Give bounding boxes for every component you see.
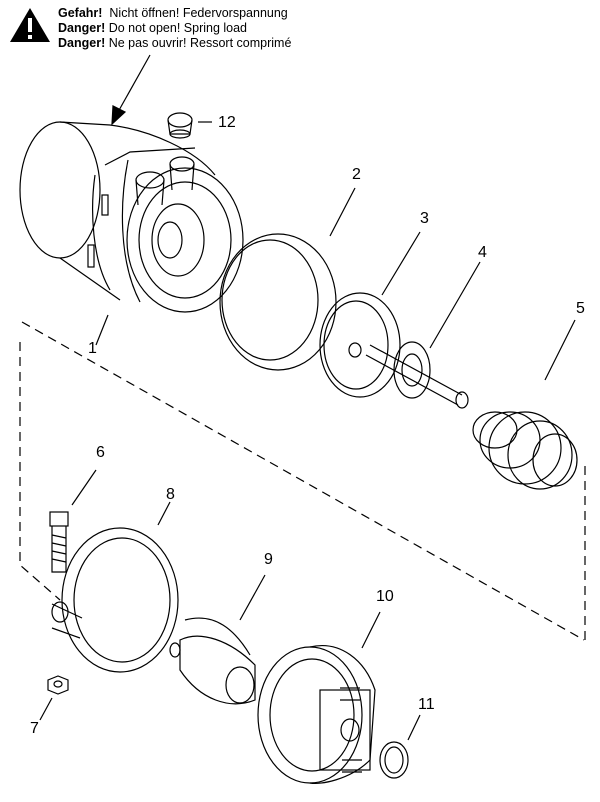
callout-4: 4: [478, 244, 487, 261]
part-9-boot: [169, 574, 266, 705]
part-1-housing: [19, 121, 244, 313]
warning-arrow: [111, 54, 151, 126]
part-11-seal: [379, 714, 421, 779]
callout-5: 5: [576, 300, 585, 317]
callout-9: 9: [264, 551, 273, 568]
part-2-ring: [219, 187, 356, 371]
callout-12: 12: [218, 114, 236, 131]
part-5-spring: [472, 319, 578, 490]
part-6-bolt: [49, 469, 97, 573]
warning-line-en: Danger! Do not open! Spring load: [58, 21, 248, 35]
warning-line-fr: Danger! Ne pas ouvrir! Ressort comprimé: [58, 36, 292, 50]
callout-7: 7: [30, 720, 39, 737]
callout-2: 2: [352, 166, 361, 183]
assembly-boundary: [19, 321, 586, 641]
warning-line-de: Gefahr! Nicht öffnen! Federvorspannung: [58, 6, 288, 20]
warning-block: Gefahr! Nicht öffnen! Federvorspannung D…: [8, 6, 291, 51]
callout-8: 8: [166, 486, 175, 503]
part-7-nut: [39, 675, 69, 721]
callout-10: 10: [376, 588, 394, 605]
warning-triangle-icon: [10, 8, 50, 42]
part-10-chamber: [257, 611, 381, 784]
callout-6: 6: [96, 444, 105, 461]
callout-3: 3: [420, 210, 429, 227]
part-8-clamp: [51, 501, 179, 673]
part-3-piston: [319, 231, 421, 398]
warning-text: Gefahr! Nicht öffnen! Federvorspannung D…: [58, 6, 291, 51]
part-12-plug: [167, 112, 212, 139]
callout-1: 1: [88, 340, 97, 357]
part-4-rod: [365, 261, 481, 409]
callout-11: 11: [418, 696, 435, 713]
